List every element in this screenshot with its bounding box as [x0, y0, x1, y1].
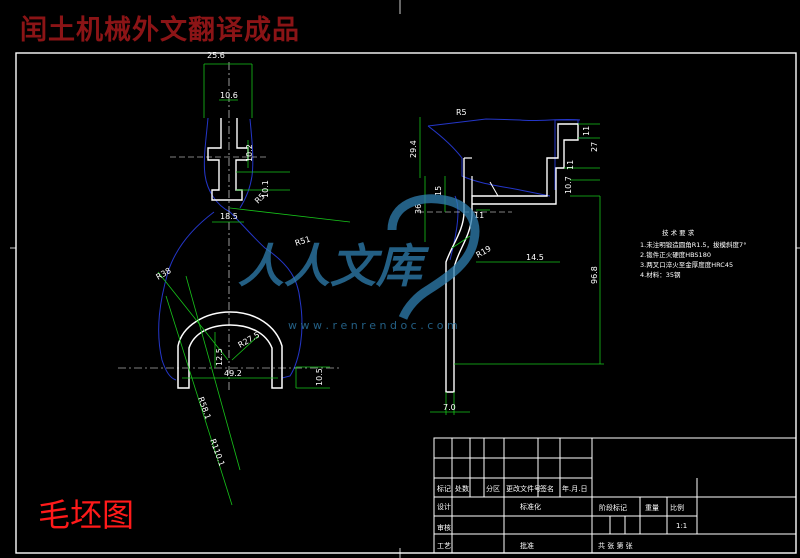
dim-front-10: 49.2: [224, 369, 242, 378]
banner-title: 闰土机械外文翻译成品: [20, 15, 300, 46]
dim-front-4: 18.5: [220, 212, 238, 221]
dim-front-9: 12.5: [215, 348, 224, 366]
forging-outline: [158, 117, 303, 381]
watermark: 人人文库 w w w . r e n r e n d o c . c o m: [238, 194, 480, 332]
dim-side-2: 15: [434, 186, 443, 196]
dim-side-1: 29.4: [409, 140, 418, 158]
tech-item: 2.锻件正火硬度HBS180: [640, 251, 711, 259]
watermark-url: w w w . r e n r e n d o c . c o m: [288, 319, 458, 332]
watermark-swoosh: [387, 194, 480, 320]
title-block: [433, 437, 797, 554]
dim-front-1: 10.6: [220, 91, 238, 100]
tb-row2-0: 设计: [437, 502, 451, 511]
tb-row1-2: 分区: [486, 484, 500, 493]
dim-front-11: R110.1: [208, 438, 226, 468]
side-dimension-lines: [419, 117, 604, 415]
side-view: R5 29.4 15 36 11 R19 14.5 96.8 11 11 27 …: [409, 108, 604, 415]
tb-row1-4: 签名: [540, 484, 554, 493]
tb-stage-2: 比例: [670, 503, 684, 512]
dim-side-5: R19: [475, 244, 493, 260]
tech-item: 4.材料：35钢: [640, 271, 681, 279]
tb-stage-0: 阶段标记: [599, 503, 627, 512]
dim-side-3: 36: [414, 204, 423, 214]
dim-side-9: 11: [582, 126, 591, 136]
dim-front-3: 10.1: [261, 180, 270, 198]
tb-row4-2: 批准: [520, 541, 534, 550]
tb-row1-1: 处数: [455, 484, 469, 493]
tech-item: 1.未注明锻造圆角R1.5，拔模斜度7°: [640, 241, 747, 249]
dim-side-10: 27: [590, 142, 599, 152]
tb-row3-0: 审核: [437, 523, 451, 532]
dim-front-0: 25.6: [207, 51, 225, 60]
drawing-frame: [15, 52, 797, 554]
tb-stage-1: 重量: [645, 504, 659, 512]
side-dimension-texts: R5 29.4 15 36 11 R19 14.5 96.8 11 11 27 …: [409, 108, 599, 412]
tb-row2-2: 标准化: [520, 502, 541, 511]
dim-side-6: 14.5: [526, 253, 544, 262]
dim-side-4: 11: [474, 211, 484, 220]
dim-front-12: R58.1: [196, 396, 212, 421]
dim-side-11: 10.7: [564, 176, 573, 194]
front-view: 25.6 10.6 10.2 10.1 18.5 R5 R51 R38 R27.…: [118, 51, 351, 506]
dim-side-7: 96.8: [590, 266, 599, 284]
tb-row1-3: 更改文件号: [506, 484, 541, 493]
technical-requirements: 技 术 要 求 1.未注明锻造圆角R1.5，拔模斜度7° 2.锻件正火硬度HBS…: [640, 228, 746, 280]
tb-scale: 1:1: [676, 522, 687, 530]
front-dimension-lines: [157, 63, 351, 506]
tb-row1-0: 标记: [437, 484, 451, 493]
dim-front-13: 10.5: [315, 368, 324, 386]
title-block-texts: 标记 处数 分区 更改文件号 签名 年.月.日 设计 标准化 审核 工艺 批准 …: [437, 484, 687, 550]
dim-side-0: R5: [456, 108, 467, 117]
dim-front-8: R27.5: [237, 330, 262, 349]
tb-row4-0: 工艺: [437, 542, 451, 550]
watermark-name: 人人文库: [238, 239, 430, 293]
fork-arc: [177, 311, 283, 389]
tb-row1-5: 年.月.日: [562, 484, 587, 493]
dim-side-12: 7.0: [443, 403, 456, 412]
tech-item: 3.两叉口淬火至金厚度度HRC45: [640, 261, 734, 269]
dim-front-2: 10.2: [245, 144, 254, 162]
blank-drawing-label: 毛坯图: [38, 496, 135, 534]
tb-sheets: 共 张 第 张: [598, 541, 633, 550]
tech-heading: 技 术 要 求: [662, 229, 695, 237]
dim-side-8: 11: [566, 160, 575, 170]
part-stem: [207, 118, 249, 201]
